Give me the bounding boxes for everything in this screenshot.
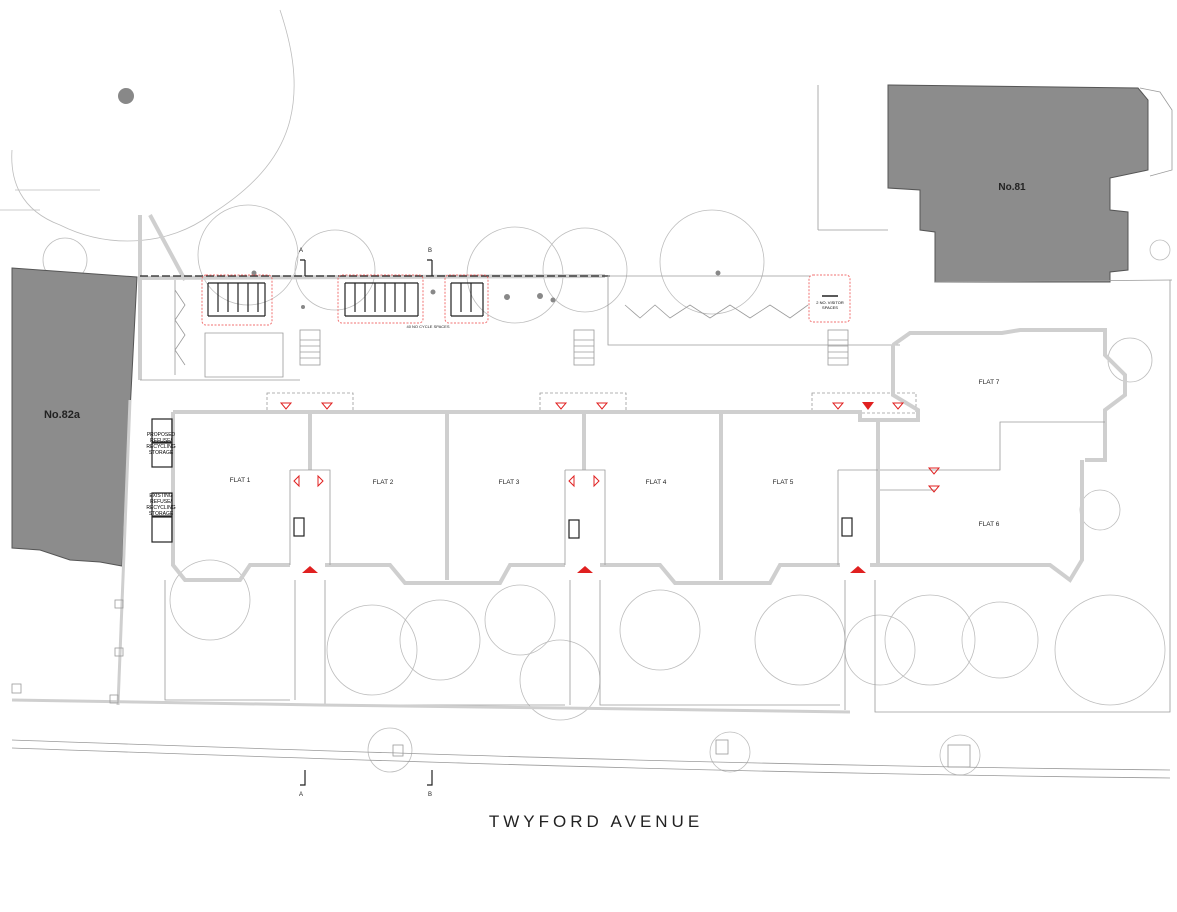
visitor-parking: 2 NO. VISITOR SPACES [808, 274, 851, 323]
label-no81: No.81 [998, 182, 1026, 193]
flat-6-label: FLAT 6 [979, 521, 1000, 528]
flat-5-label: FLAT 5 [773, 479, 794, 486]
flat-labels: FLAT 1 FLAT 2 FLAT 3 FLAT 4 FLAT 5 FLAT … [230, 379, 1000, 528]
flat-4-label: FLAT 4 [646, 479, 667, 486]
building-no82a [11, 267, 138, 567]
section-markers: A B A B [299, 248, 433, 798]
street-name: TWYFORD AVENUE [489, 812, 703, 831]
bollards [11, 599, 124, 704]
cycle-spaces-label: 40 NO CYCLE SPACES [406, 324, 449, 329]
section-b-top: B [428, 248, 432, 254]
existing-storage-label: EXISTING REFUSE/ RECYCLING STORAGE [146, 493, 176, 517]
entrance-arrows [279, 402, 941, 573]
label-no82a: No.82a [44, 409, 81, 421]
flat-3-label: FLAT 3 [499, 479, 520, 486]
main-building [171, 328, 1127, 585]
refuse-storage: PROPOSED REFUSE/ RECYCLING STORAGE EXIST… [146, 418, 176, 543]
building-no81 [887, 84, 1149, 283]
visitor-spaces-label: 2 NO. VISITOR SPACES [816, 300, 844, 310]
tree-trunk-marker [118, 88, 134, 104]
flat-7-label: FLAT 7 [979, 379, 1000, 386]
cycle-parking: 40 NO CYCLE SPACES [201, 274, 489, 329]
proposed-storage-label: PROPOSED REFUSE/ RECYCLING STORAGE [146, 432, 176, 456]
flat-2-label: FLAT 2 [373, 479, 394, 486]
tree-dots [251, 270, 721, 309]
section-b-bottom: B [428, 792, 432, 798]
section-a-top: A [299, 248, 303, 254]
external-stairs [266, 329, 917, 414]
flat-1-label: FLAT 1 [230, 477, 251, 484]
section-a-bottom: A [299, 792, 303, 798]
road-edge [11, 739, 1171, 779]
